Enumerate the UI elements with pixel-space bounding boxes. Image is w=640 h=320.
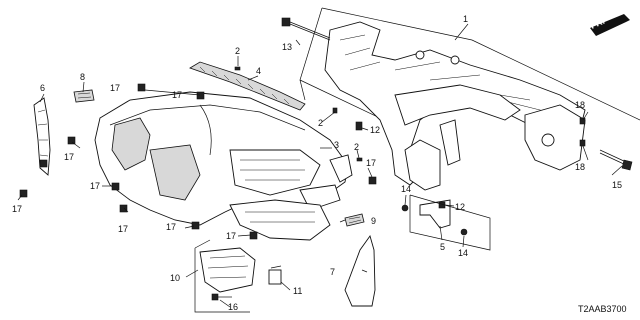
vent-8 bbox=[73, 89, 95, 103]
callout-17-g: 17 bbox=[226, 231, 236, 241]
callout-18-b: 18 bbox=[575, 162, 585, 172]
defroster-strip bbox=[189, 61, 306, 111]
callout-17-d: 17 bbox=[90, 181, 100, 191]
bolt-17-b bbox=[196, 91, 205, 100]
callout-11: 11 bbox=[293, 286, 302, 296]
callout-12-b: 12 bbox=[455, 202, 465, 212]
callout-9: 9 bbox=[371, 216, 376, 226]
bolt-17-g bbox=[249, 231, 258, 240]
dash-lower-trim bbox=[229, 199, 331, 241]
callout-5: 5 bbox=[440, 242, 445, 252]
bolt-17-f bbox=[191, 221, 200, 230]
caution-label-11 bbox=[268, 265, 282, 285]
callout-17-e: 17 bbox=[118, 224, 128, 234]
bolt-17-d bbox=[111, 182, 120, 191]
callout-14-b: 14 bbox=[458, 248, 468, 258]
clip-2-b bbox=[332, 107, 338, 114]
callout-18-a: 18 bbox=[575, 100, 585, 110]
front-direction-badge: FR. bbox=[589, 14, 630, 36]
callout-1: 1 bbox=[463, 14, 468, 24]
part-code: T2AAB3700 bbox=[578, 304, 627, 314]
leader-lines bbox=[17, 23, 623, 308]
callout-17-c: 17 bbox=[64, 152, 74, 162]
callout-8: 8 bbox=[80, 72, 85, 82]
callout-7: 7 bbox=[330, 267, 335, 277]
passenger-airbag-module bbox=[199, 247, 256, 301]
steering-hanger-beam bbox=[324, 21, 586, 191]
callout-17-b: 17 bbox=[172, 90, 182, 100]
bolt-17-j bbox=[368, 176, 377, 185]
callout-3: 3 bbox=[334, 140, 339, 150]
nut-14-a bbox=[401, 204, 409, 212]
callout-2-c: 2 bbox=[354, 142, 359, 152]
bolt-13 bbox=[281, 17, 331, 41]
bolt-17-c bbox=[67, 136, 76, 145]
side-cover-right bbox=[344, 234, 376, 307]
callout-6: 6 bbox=[40, 83, 45, 93]
callout-16: 16 bbox=[228, 302, 238, 312]
callout-10: 10 bbox=[170, 273, 180, 283]
callout-12-a: 12 bbox=[370, 125, 380, 135]
clip-18-upper bbox=[579, 117, 586, 125]
bolt-17-a bbox=[137, 83, 146, 92]
bolt-17-i bbox=[39, 159, 48, 168]
airbag-group-frame bbox=[194, 239, 250, 313]
clip-12-upper bbox=[355, 121, 363, 131]
callout-17-h: 17 bbox=[12, 204, 22, 214]
instrument-panel bbox=[94, 91, 353, 226]
vent-9 bbox=[344, 213, 365, 227]
nut-14-b bbox=[460, 228, 468, 236]
callout-4: 4 bbox=[256, 66, 261, 76]
callout-labels: 1 2 2 2 3 4 5 6 7 8 9 10 11 12 12 13 14 … bbox=[12, 14, 622, 312]
bolt-17-e bbox=[119, 204, 128, 213]
callout-17-i: 17 bbox=[366, 158, 376, 168]
bolt-17-h bbox=[19, 189, 28, 198]
callout-15: 15 bbox=[612, 180, 622, 190]
clip-2-a bbox=[234, 66, 241, 71]
side-cover-left bbox=[33, 97, 51, 176]
bolt-15 bbox=[599, 149, 633, 171]
callout-17-f: 17 bbox=[166, 222, 176, 232]
callout-17-a: 17 bbox=[110, 83, 120, 93]
callout-2-a: 2 bbox=[235, 46, 240, 56]
callout-2-b: 2 bbox=[318, 118, 323, 128]
bracket-5 bbox=[419, 199, 451, 229]
callout-14-a: 14 bbox=[401, 184, 411, 194]
callout-13: 13 bbox=[282, 42, 292, 52]
bracket-group-frame bbox=[409, 194, 491, 251]
clip-18-lower bbox=[579, 139, 586, 147]
clip-2-c bbox=[356, 157, 363, 162]
